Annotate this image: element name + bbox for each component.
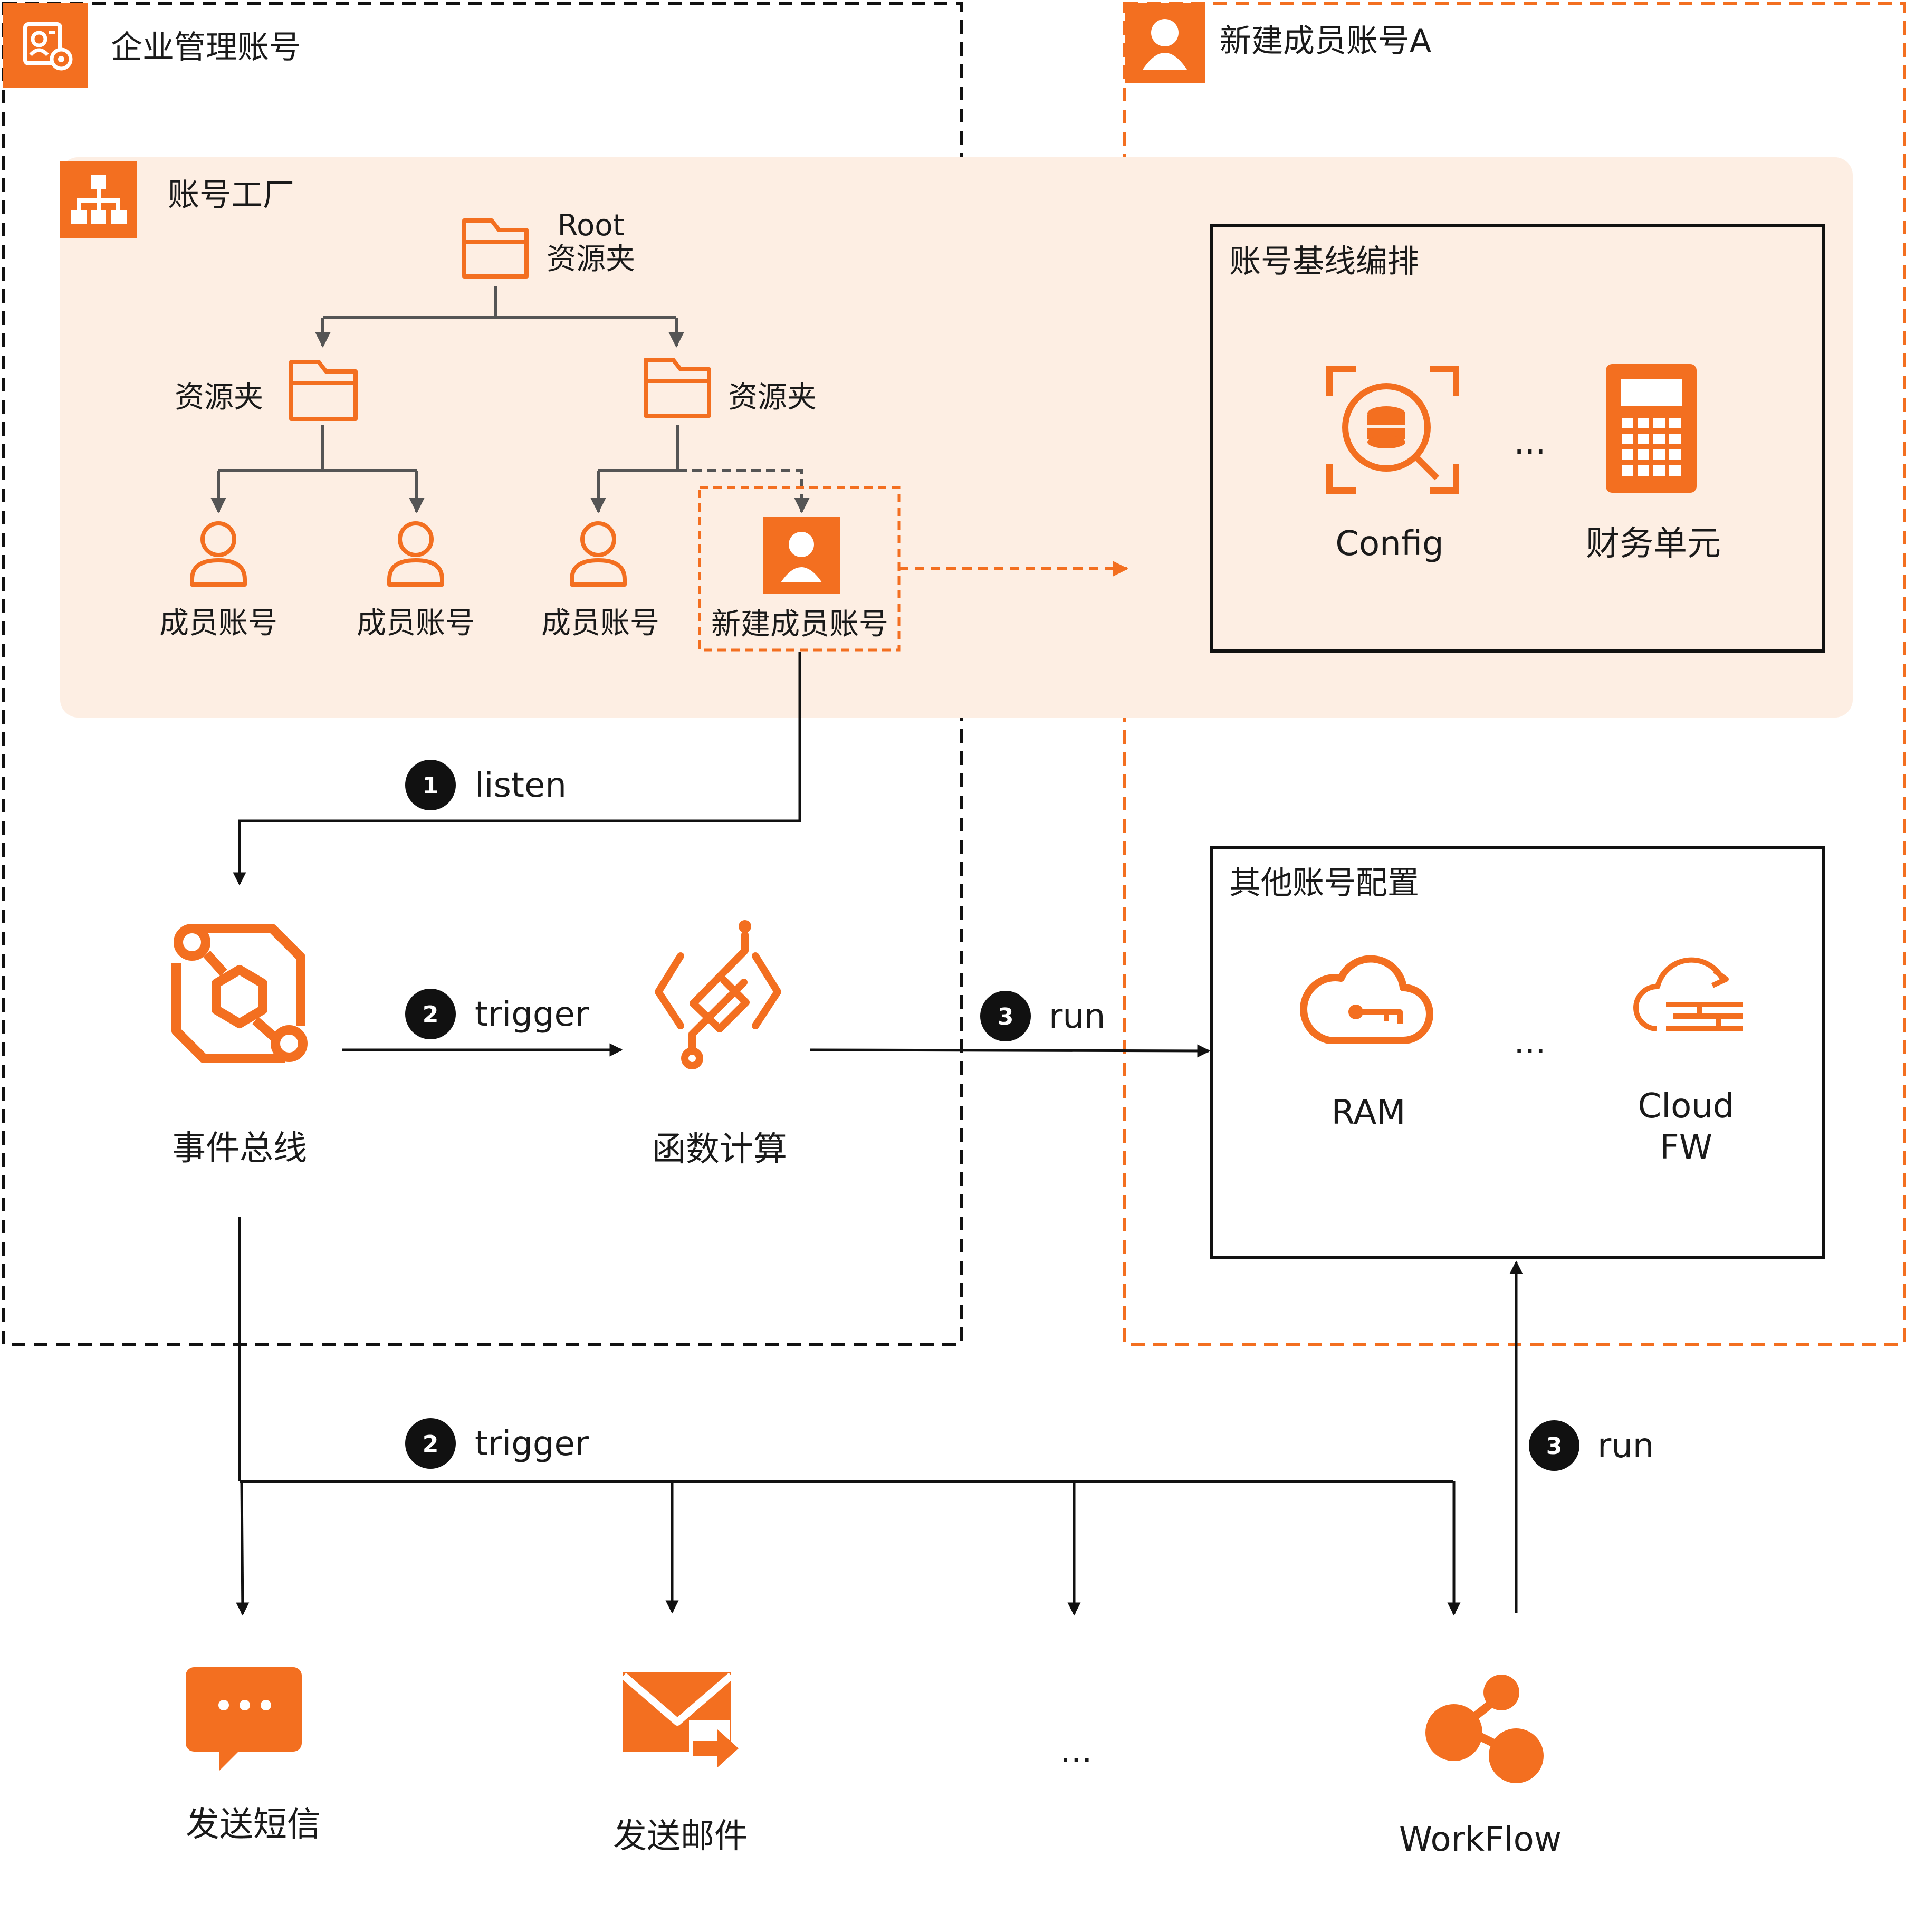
config-icon bbox=[1326, 366, 1459, 494]
other-config-box: 其他账号配置 RAM ... Cloud FW bbox=[1210, 846, 1825, 1259]
folder-icon bbox=[289, 360, 358, 421]
account-factory-panel: 账号工厂 Root 资源夹 资源夹 bbox=[60, 157, 1853, 718]
cloud-fw-line2: FW bbox=[1660, 1128, 1712, 1167]
folder-right: 资源夹 bbox=[644, 358, 817, 418]
account-baseline-title: 账号基线编排 bbox=[1229, 243, 1419, 280]
config-label: Config bbox=[1335, 524, 1443, 563]
member-account-1: 成员账号 bbox=[159, 521, 277, 640]
tree-connectors bbox=[210, 286, 810, 513]
finance-unit-label: 财务单元 bbox=[1586, 524, 1721, 563]
target-workflow-label: WorkFlow bbox=[1399, 1820, 1562, 1859]
enterprise-account-title: 企业管理账号 bbox=[111, 29, 301, 66]
user-filled-icon bbox=[763, 517, 840, 594]
root-folder-line2: 资源夹 bbox=[547, 242, 635, 276]
member-account-2: 成员账号 bbox=[357, 521, 475, 640]
root-folder-line1: Root bbox=[558, 208, 625, 243]
listen-connector bbox=[233, 652, 801, 886]
workflow-icon bbox=[1425, 1675, 1544, 1783]
ram-cloud-key-icon bbox=[1300, 955, 1433, 1044]
function-compute-node: 函数计算 bbox=[652, 920, 787, 1169]
step-trigger-fc: 2 trigger bbox=[405, 989, 589, 1039]
member-account-3-label: 成员账号 bbox=[541, 606, 659, 640]
other-config-title: 其他账号配置 bbox=[1229, 865, 1419, 902]
target-more: ... bbox=[1060, 1732, 1092, 1771]
run-config-connector bbox=[810, 1044, 1211, 1058]
enterprise-admin-icon bbox=[3, 3, 88, 88]
baseline-ellipsis: ... bbox=[1514, 423, 1546, 462]
org-tree-icon bbox=[60, 161, 137, 238]
folder-icon bbox=[644, 358, 711, 418]
target-workflow: WorkFlow bbox=[1399, 1675, 1562, 1859]
new-member-account-container: 新建成员账号A bbox=[1123, 2, 1906, 1346]
target-sms-label: 发送短信 bbox=[186, 1805, 321, 1844]
step-listen: 1 listen bbox=[405, 760, 567, 810]
folder-left: 资源夹 bbox=[175, 360, 358, 421]
step-run-fc-text: run bbox=[1049, 997, 1105, 1036]
step-listen-text: listen bbox=[475, 766, 567, 805]
user-outline-icon bbox=[387, 521, 444, 587]
flow-connectors bbox=[233, 652, 1523, 1616]
step-listen-number: 1 bbox=[423, 772, 439, 799]
folder-left-label: 资源夹 bbox=[175, 380, 263, 415]
function-compute-label: 函数计算 bbox=[652, 1130, 787, 1169]
step-run-workflow: 3 run bbox=[1529, 1420, 1654, 1471]
folder-icon bbox=[462, 218, 529, 279]
account-baseline-box: 账号基线编排 Config ... 财务单元 bbox=[1210, 224, 1825, 653]
step-run-fc: 3 run bbox=[980, 991, 1105, 1041]
step-trigger-targets-number: 2 bbox=[423, 1431, 439, 1458]
function-compute-icon bbox=[655, 920, 781, 1069]
user-outline-icon bbox=[190, 521, 247, 587]
new-member-account-label: 新建成员账号 bbox=[711, 607, 888, 642]
event-bus-icon bbox=[171, 924, 308, 1063]
other-config-ellipsis: ... bbox=[1514, 1022, 1546, 1061]
target-more-label: ... bbox=[1060, 1732, 1092, 1771]
ram-label: RAM bbox=[1332, 1093, 1406, 1132]
email-send-icon bbox=[621, 1672, 739, 1767]
new-member-account-title: 新建成员账号A bbox=[1220, 23, 1431, 60]
step-trigger-fc-text: trigger bbox=[475, 995, 589, 1034]
user-outline-icon bbox=[570, 521, 627, 587]
folder-right-label: 资源夹 bbox=[728, 380, 817, 415]
event-bus-node: 事件总线 bbox=[171, 924, 308, 1168]
target-email-label: 发送邮件 bbox=[613, 1817, 748, 1856]
account-factory-title: 账号工厂 bbox=[168, 177, 294, 214]
calculator-icon bbox=[1606, 364, 1697, 493]
step-run-fc-number: 3 bbox=[998, 1003, 1014, 1030]
step-run-workflow-text: run bbox=[1597, 1427, 1654, 1466]
target-sms: 发送短信 bbox=[186, 1667, 321, 1844]
root-folder: Root 资源夹 bbox=[462, 208, 635, 279]
member-account-2-label: 成员账号 bbox=[357, 606, 475, 640]
sms-icon bbox=[186, 1667, 302, 1771]
step-trigger-targets: 2 trigger bbox=[405, 1418, 589, 1469]
target-email: 发送邮件 bbox=[613, 1672, 748, 1856]
member-account-1-label: 成员账号 bbox=[159, 606, 277, 640]
step-trigger-targets-text: trigger bbox=[475, 1424, 589, 1464]
step-run-workflow-number: 3 bbox=[1546, 1433, 1563, 1460]
step-trigger-fc-number: 2 bbox=[423, 1001, 439, 1028]
member-account-3: 成员账号 bbox=[541, 521, 659, 640]
cloud-firewall-icon bbox=[1633, 957, 1743, 1031]
event-bus-label: 事件总线 bbox=[172, 1129, 307, 1168]
user-filled-icon bbox=[1125, 3, 1205, 83]
cloud-fw-line1: Cloud bbox=[1638, 1087, 1735, 1126]
